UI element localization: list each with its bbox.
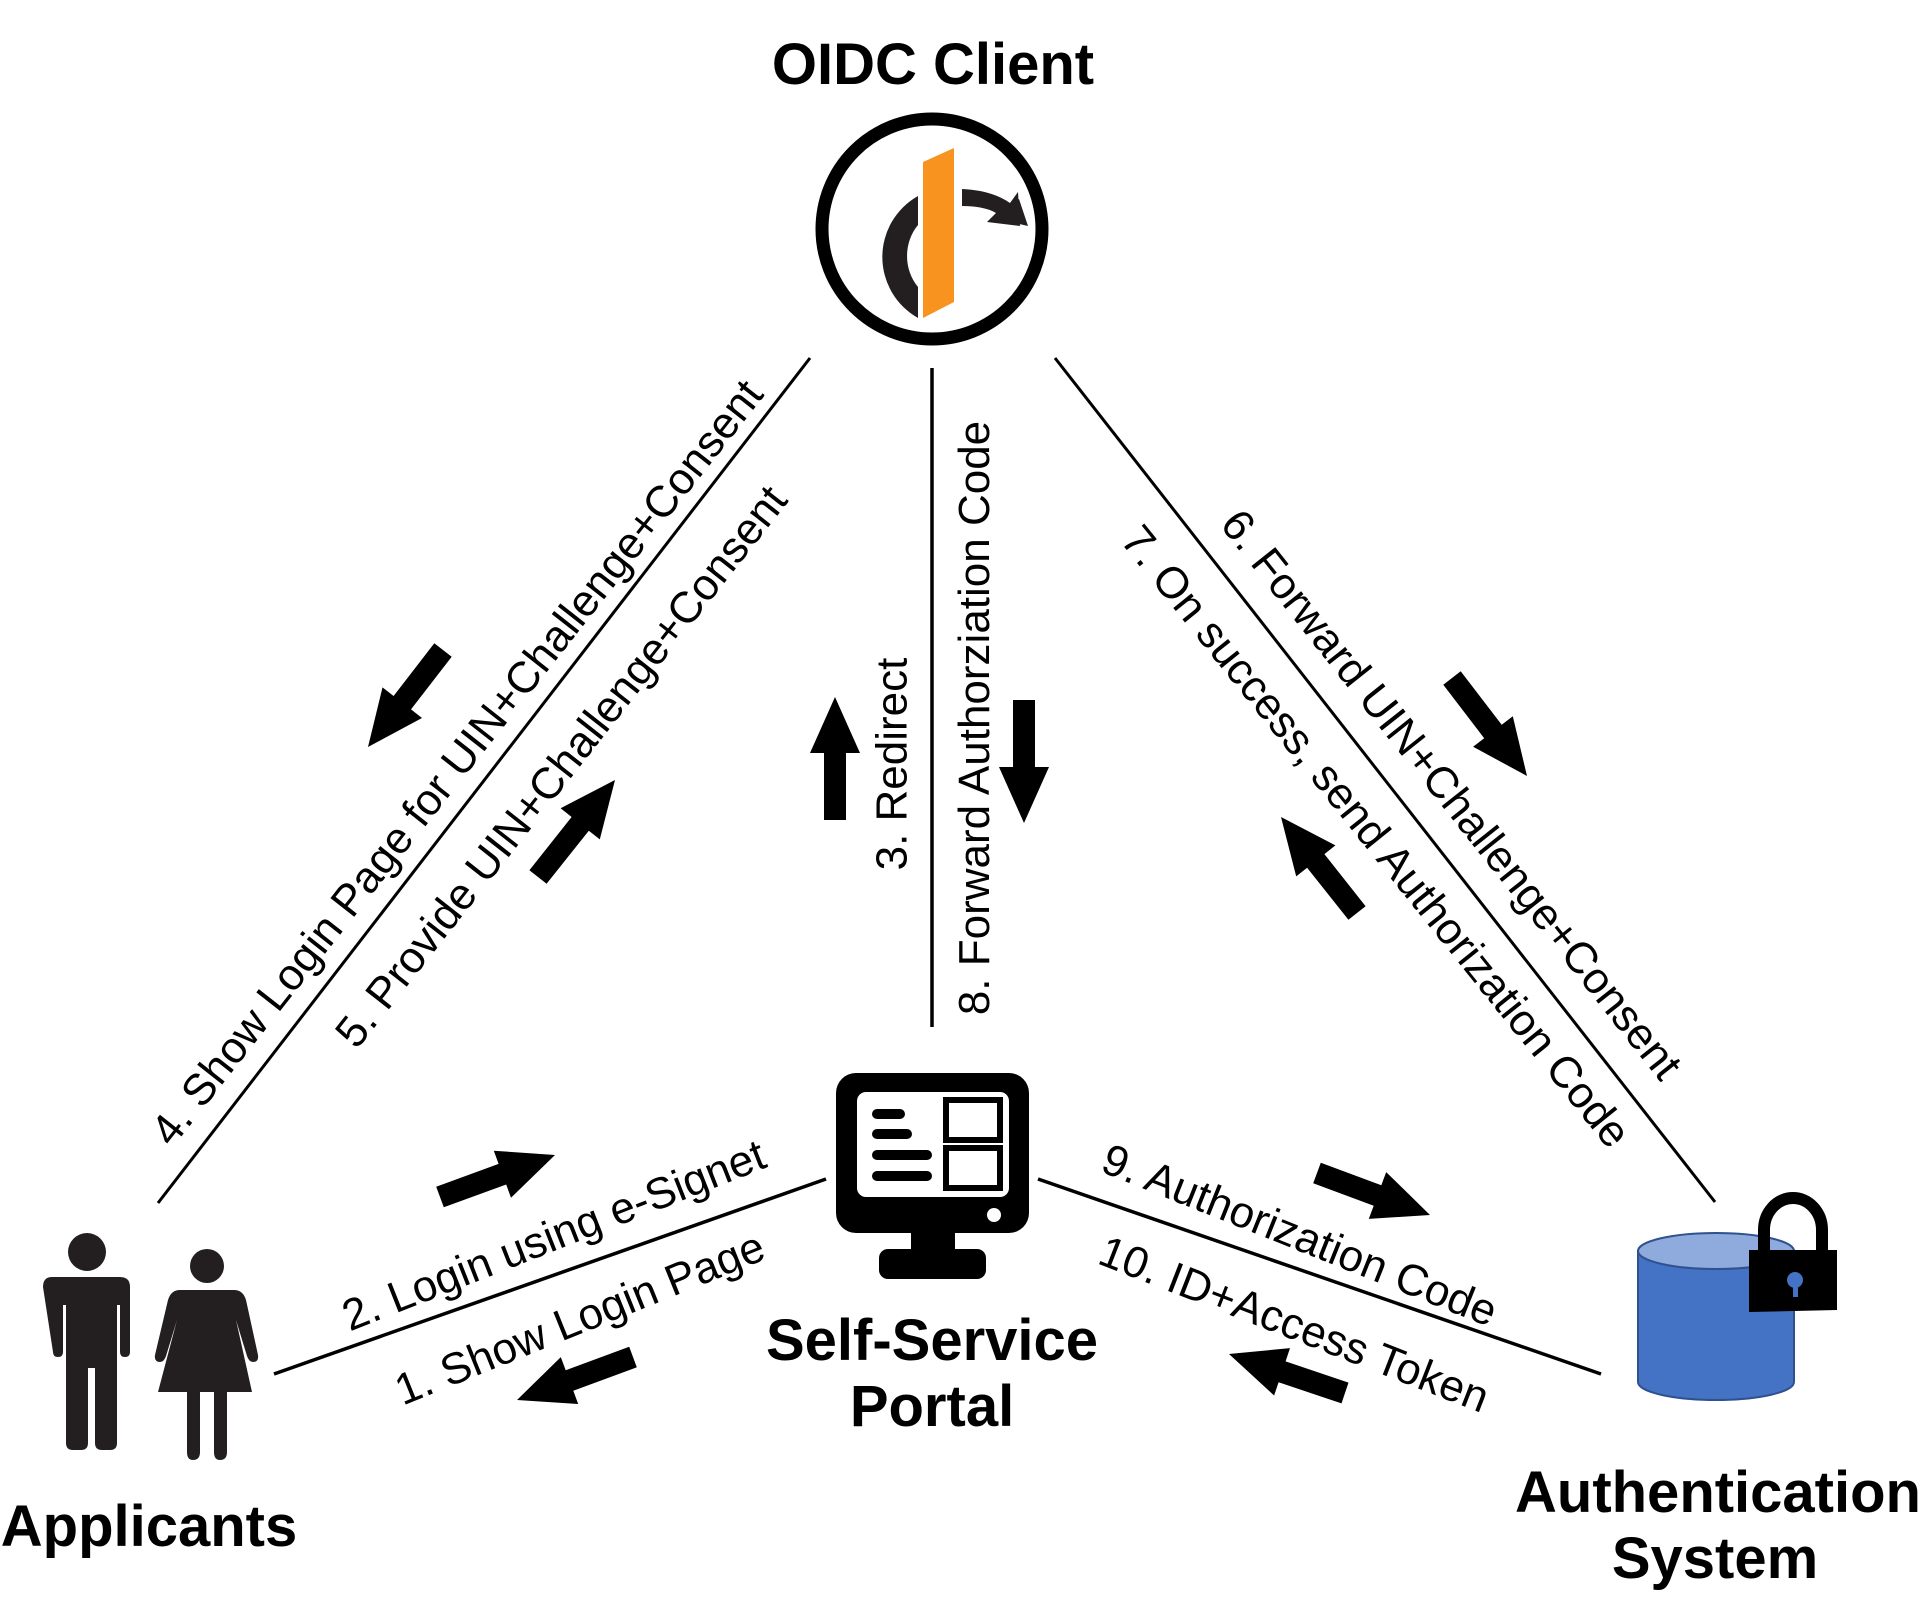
monitor-dashboard-icon	[836, 1073, 1029, 1279]
self-service-portal-title: Self-Service Portal	[732, 1308, 1132, 1440]
oidc-client-title: OIDC Client	[771, 32, 1095, 97]
step-label-3: 3. Redirect	[866, 657, 916, 871]
connector-applicants-portal	[273, 1177, 827, 1376]
arrow-step-1-icon	[517, 1346, 637, 1404]
woman-figure-icon	[154, 1249, 259, 1460]
authentication-system-title-line2: System	[1611, 1526, 1819, 1591]
arrow-step-9-icon	[1313, 1162, 1430, 1219]
arrow-step-5-icon	[529, 780, 615, 884]
locked-database-icon	[1637, 1192, 1837, 1401]
connector-oidc-auth	[1053, 357, 1717, 1203]
direction-arrows	[368, 643, 1527, 1404]
man-figure-icon	[43, 1233, 130, 1450]
authentication-system-title: Authentication System	[1515, 1460, 1920, 1592]
applicants-title: Applicants	[0, 1494, 298, 1559]
people-man-woman-icon	[43, 1233, 259, 1460]
openid-logo-icon	[815, 112, 1049, 346]
step-label-8: 8. Forward Authorziation Code	[950, 420, 1000, 1016]
arrow-step-10-icon	[1229, 1348, 1349, 1404]
self-service-portal-title-line2: Portal	[849, 1374, 1015, 1439]
authentication-system-title-line1: Authentication	[1515, 1460, 1920, 1525]
padlock-icon	[1749, 1192, 1837, 1312]
arrow-step-8-icon	[999, 700, 1049, 823]
arrow-step-6-icon	[1443, 671, 1527, 776]
arrow-step-3-icon	[810, 697, 860, 820]
connector-oidc-applicants	[156, 357, 812, 1204]
connector-portal-auth	[1037, 1177, 1602, 1376]
self-service-portal-title-line1: Self-Service	[765, 1308, 1099, 1373]
arrow-step-2-icon	[436, 1150, 555, 1208]
arrow-step-4-icon	[368, 643, 452, 747]
arrow-step-7-icon	[1281, 817, 1366, 920]
